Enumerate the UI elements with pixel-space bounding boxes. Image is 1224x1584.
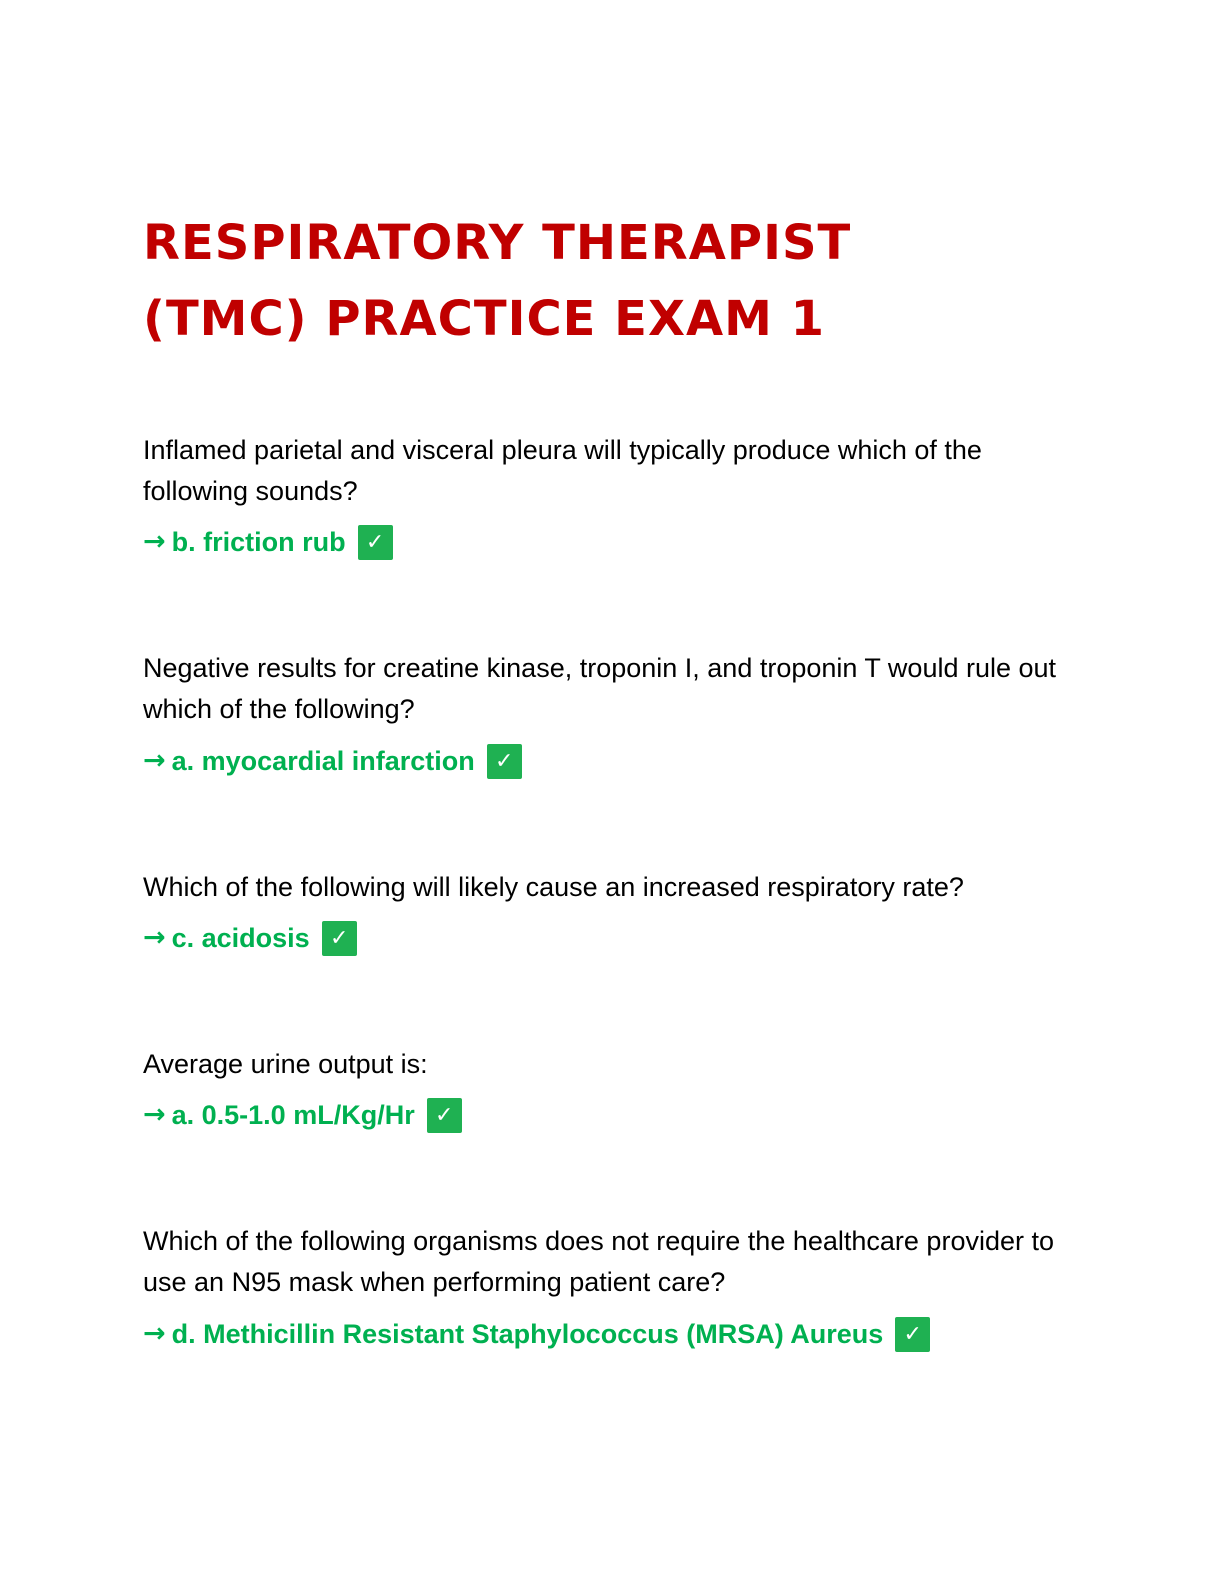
- answer-line: → c. acidosis ✓: [143, 918, 1083, 958]
- question-block-1: Inflamed parietal and visceral pleura wi…: [143, 430, 1083, 562]
- answer-line: → d. Methicillin Resistant Staphylococcu…: [143, 1314, 1083, 1354]
- arrow-right-icon: →: [143, 1318, 166, 1349]
- question-text: Which of the following organisms does no…: [143, 1226, 1054, 1297]
- question-text: Inflamed parietal and visceral pleura wi…: [143, 435, 982, 506]
- arrow-right-icon: →: [143, 1099, 166, 1130]
- answer-text: a. 0.5-1.0 mL/Kg/Hr: [171, 1100, 415, 1130]
- question-block-4: Average urine output is: → a. 0.5-1.0 mL…: [143, 1044, 1083, 1135]
- question-block-5: Which of the following organisms does no…: [143, 1221, 1083, 1354]
- check-mark-icon: ✓: [357, 524, 393, 560]
- answer-text: b. friction rub: [171, 527, 346, 557]
- arrow-right-icon: →: [143, 922, 166, 953]
- check-mark-icon: ✓: [895, 1316, 931, 1352]
- question-block-3: Which of the following will likely cause…: [143, 867, 1083, 958]
- answer-text: d. Methicillin Resistant Staphylococcus …: [171, 1319, 884, 1349]
- answer-text: a. myocardial infarction: [171, 746, 475, 776]
- question-text: Average urine output is:: [143, 1049, 428, 1079]
- question-text: Negative results for creatine kinase, tr…: [143, 653, 1057, 724]
- answer-line: → a. 0.5-1.0 mL/Kg/Hr ✓: [143, 1095, 1083, 1135]
- title-line-1: RESPIRATORY THERAPIST: [143, 215, 852, 271]
- check-mark-icon: ✓: [486, 743, 522, 779]
- answer-text: c. acidosis: [171, 923, 310, 953]
- check-mark-icon: ✓: [321, 920, 357, 956]
- document-title: RESPIRATORY THERAPIST (TMC) PRACTICE EXA…: [143, 205, 851, 357]
- title-line-2: (TMC) PRACTICE EXAM 1: [143, 291, 825, 347]
- check-mark-icon: ✓: [426, 1097, 462, 1133]
- question-text: Which of the following will likely cause…: [143, 872, 964, 902]
- question-block-2: Negative results for creatine kinase, tr…: [143, 648, 1083, 781]
- arrow-right-icon: →: [143, 745, 166, 776]
- answer-line: → a. myocardial infarction ✓: [143, 741, 1083, 781]
- arrow-right-icon: →: [143, 526, 166, 557]
- answer-line: → b. friction rub ✓: [143, 522, 1083, 562]
